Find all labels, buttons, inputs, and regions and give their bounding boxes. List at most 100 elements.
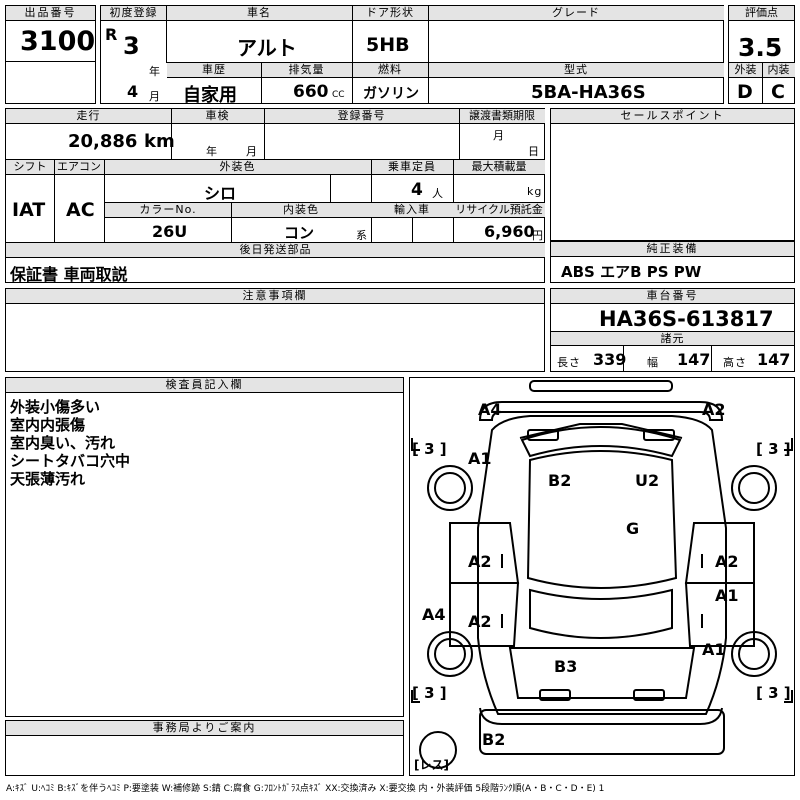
recycle-label: リサイクル預託金: [453, 203, 545, 218]
color-value: シロ: [204, 184, 237, 203]
lot-label: 出品番号: [6, 6, 95, 21]
damage-mark: A1: [468, 449, 492, 468]
disp-unit: CC: [332, 90, 345, 100]
capacity-unit: 人: [432, 187, 444, 200]
notes-label: 注意事項欄: [6, 289, 544, 304]
car-name: アルト: [237, 36, 297, 60]
car-outline: [411, 380, 793, 769]
inspector-line: シートタバコ穴中: [10, 452, 131, 470]
damage-mark: B2: [548, 471, 572, 490]
reg-year: 3: [123, 32, 140, 60]
lot-blank-box: [5, 61, 96, 104]
damage-mark: B2: [482, 730, 506, 749]
hgt-label: 高さ: [723, 356, 747, 369]
model-label: 型式: [428, 63, 724, 78]
import-label: 輸入車: [371, 203, 453, 218]
chassis-label: 車台番号: [551, 289, 794, 304]
int-label: 内装: [762, 63, 795, 78]
recycle-unit: 円: [532, 229, 544, 242]
len-label: 長さ: [557, 356, 581, 369]
int-grade: C: [771, 81, 785, 103]
hgt-value: 147: [757, 350, 791, 369]
ac-label: エアコン: [54, 160, 104, 175]
inspect-month: 月: [246, 145, 258, 158]
door-label: ドア形状: [352, 6, 428, 21]
inspect-year: 年: [206, 145, 218, 158]
spec-label: 諸元: [551, 331, 794, 346]
len-value: 339: [593, 350, 627, 369]
ext-grade: D: [737, 81, 753, 103]
reg-month: 4: [127, 82, 139, 101]
inspector-line: 外装小傷多い: [10, 398, 101, 416]
grade-label: グレード: [428, 6, 724, 21]
transfer-day: 日: [528, 145, 540, 158]
intcolor-value: コン: [284, 224, 315, 242]
intcolor-unit: 系: [356, 229, 368, 242]
damage-mark: A4: [422, 605, 446, 624]
chassis-box: 車台番号 HA36S-613817 諸元 長さ 339 幅 147 高さ 147: [550, 288, 795, 372]
damage-mark: A2: [468, 612, 492, 631]
lot-box: 出品番号 3100: [5, 5, 96, 62]
ext-label: 外装: [729, 63, 762, 78]
tire-tread-fr: [ 3 ]: [756, 440, 791, 458]
ac-value: AC: [66, 199, 95, 221]
capacity-label: 乗車定員: [371, 160, 453, 175]
damage-mark: G: [626, 519, 640, 538]
inspector-line: 天張薄汚れ: [10, 470, 86, 488]
inspector-line: 室内内張傷: [10, 416, 86, 434]
disp-value: 660: [293, 82, 329, 102]
door-type: 5HB: [366, 34, 410, 56]
damage-mark: A2: [468, 552, 492, 571]
history-value: 自家用: [183, 85, 237, 106]
inspector-line: 室内臭い、汚れ: [10, 434, 116, 452]
legend-text: A:ｷｽﾞ U:ﾍｺﾐ B:ｷｽﾞを伴うﾍｺﾐ P:要塗装 W:補修跡 S:錆 …: [6, 784, 605, 794]
detail-grid: 走行 車検 登録番号 譲渡書類期限 20,886 km 年 月 月 日 シフト …: [5, 108, 545, 284]
equip-label: 純正装備: [551, 242, 794, 257]
office-label: 事務局よりご案内: [6, 721, 403, 736]
equip-box: 純正装備 ABS エアB PS PW: [550, 241, 795, 283]
fuel-label: 燃料: [352, 63, 428, 78]
sales-box: セールスポイント: [550, 108, 795, 241]
name-label: 車名: [166, 6, 352, 21]
load-label: 最大積載量: [453, 160, 545, 175]
damage-mark: A2: [715, 552, 739, 571]
reg-year-unit: 年: [149, 65, 160, 78]
inspector-box: 検査員記入欄 外装小傷多い 室内内張傷 室内臭い、汚れ シートタバコ穴中 天張薄…: [5, 377, 404, 717]
reg-label: 初度登録: [101, 6, 166, 21]
damage-mark: A1: [702, 640, 726, 659]
shift-label: シフト: [6, 160, 54, 175]
model-value: 5BA-HA36S: [531, 82, 646, 103]
spare-tire: [レス]: [414, 758, 449, 772]
wid-value: 147: [677, 350, 711, 369]
notes-box: 注意事項欄: [5, 288, 545, 372]
transfer-month: 月: [493, 129, 505, 142]
colorno-value: 26U: [152, 222, 188, 241]
reg-month-unit: 月: [149, 90, 160, 103]
history-label: 車歴: [167, 63, 261, 78]
car-diagram: A4 A2 A1 B2 U2 G A2 A2 A2 A1 A4 A2 A1 B3…: [409, 377, 795, 776]
top-info-grid: 初度登録 車名 ドア形状 グレード R 3 年 アルト 5HB 車歴 排気量 燃…: [100, 5, 724, 106]
chassis-value: HA36S-613817: [599, 307, 774, 331]
later-value: 保証書 車両取説: [10, 265, 128, 284]
fuel-value: ガソリン: [363, 86, 419, 102]
score-label: 評価点: [729, 6, 794, 21]
load-unit: kg: [527, 185, 543, 198]
equip-text: ABS エアB PS PW: [561, 263, 702, 281]
damage-mark: B3: [554, 657, 578, 676]
tire-tread-rl: [ 3 ]: [412, 684, 447, 702]
intcolor-label: 内装色: [231, 203, 371, 218]
tire-tread-fl: [ 3 ]: [412, 440, 447, 458]
shift-value: IAT: [12, 199, 46, 221]
disp-label: 排気量: [261, 63, 352, 78]
regno-label: 登録番号: [264, 109, 459, 124]
colorno-label: カラーNo.: [105, 203, 231, 218]
transfer-label: 譲渡書類期限: [459, 109, 545, 124]
score-box: 評価点 3.5 外装 内装 D C: [728, 5, 795, 104]
mileage-unit: km: [144, 131, 175, 152]
later-label: 後日発送部品: [6, 243, 545, 258]
color-label: 外装色: [104, 160, 371, 175]
damage-mark: A1: [715, 586, 739, 605]
sales-label: セールスポイント: [551, 109, 794, 124]
damage-mark: U2: [635, 471, 660, 490]
reg-era: R: [105, 25, 118, 44]
